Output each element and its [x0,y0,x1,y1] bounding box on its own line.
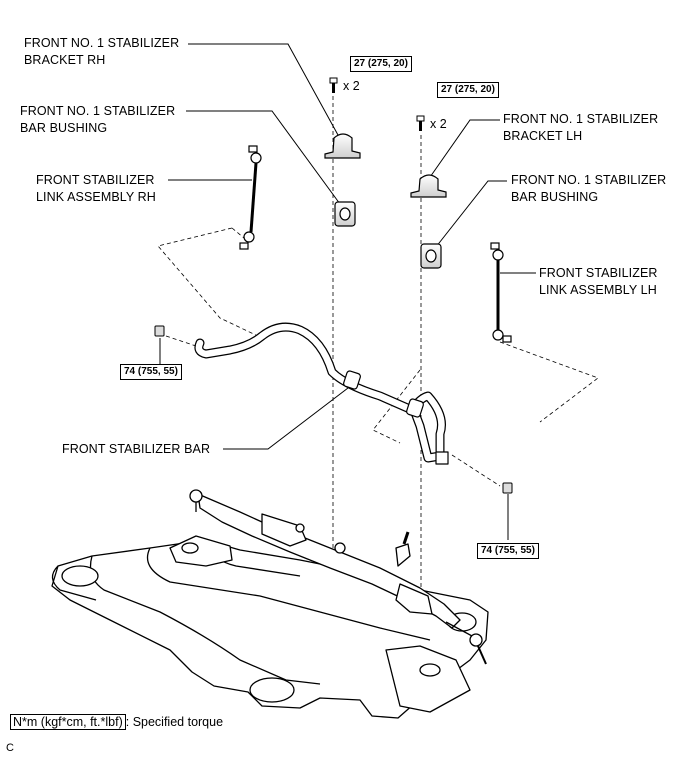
label-link-rh: FRONT STABILIZER LINK ASSEMBLY RH [36,172,156,206]
leader-bushing-rh [186,110,341,205]
label-stabilizer-bar: FRONT STABILIZER BAR [62,442,211,456]
leader-bracket-rh [188,43,339,136]
label-bushing-lh: FRONT NO. 1 STABILIZER BAR BUSHING [511,172,666,206]
torque-legend: N*m (kgf*cm, ft.*lbf): Specified torque [10,714,224,730]
label-bushing-rh: FRONT NO. 1 STABILIZER BAR BUSHING [20,103,175,137]
label-bushing-rh-line2: BAR BUSHING [20,121,108,135]
torque-link-rh-nut: 74 (755, 55) [120,364,182,380]
stabilizer-bracket-lh-icon [410,174,447,198]
stabilizer-link-rh-icon [239,145,262,250]
stabilizer-bracket-rh-icon [324,133,361,159]
torque-bracket-lh-bolt: 27 (275, 20) [437,82,499,98]
leader-lines [159,43,536,540]
label-bracket-rh-line1: FRONT NO. 1 STABILIZER [24,36,180,50]
label-bushing-lh-line2: BAR BUSHING [511,190,599,204]
label-link-lh-line2: LINK ASSEMBLY LH [539,283,657,297]
label-link-rh-line2: LINK ASSEMBLY RH [36,190,156,204]
legend-text: : Specified torque [125,715,224,729]
qty-bracket-lh-bolt: x 2 [430,117,447,131]
bar-bushing-rh-icon [334,201,356,227]
leader-bracket-lh [427,119,500,181]
leader-stabilizer-bar [223,387,349,450]
bracket-lh-bolt-icon [416,115,425,131]
front-suspension-crossmember-icon [51,535,489,719]
torque-link-lh-nut: 74 (755, 55) [477,543,539,559]
link-lh-nut-icon [502,482,513,494]
stabilizer-link-lh-icon [490,242,512,343]
steering-gear-icon [189,489,487,665]
bar-bushing-lh-icon [420,243,442,269]
stabilizer-bar-icon [194,322,449,465]
label-bushing-rh-line1: FRONT NO. 1 STABILIZER [20,104,176,118]
bracket-rh-bolt-icon [329,77,338,93]
label-link-rh-line1: FRONT STABILIZER [36,173,155,187]
leader-bushing-lh [431,180,507,253]
link-rh-nut-icon [154,325,165,337]
label-bracket-rh-line2: BRACKET RH [24,53,106,67]
legend-unit-box: N*m (kgf*cm, ft.*lbf) [10,714,126,730]
label-bracket-rh: FRONT NO. 1 STABILIZER BRACKET RH [24,35,179,69]
label-bracket-lh-line1: FRONT NO. 1 STABILIZER [503,112,659,126]
label-link-lh-line1: FRONT STABILIZER [539,266,658,280]
label-bushing-lh-line1: FRONT NO. 1 STABILIZER [511,173,667,187]
label-bracket-lh-line2: BRACKET LH [503,129,583,143]
label-bracket-lh: FRONT NO. 1 STABILIZER BRACKET LH [503,111,658,145]
alignment-dashed-lines [157,96,599,640]
figure-code: C [6,742,14,754]
label-link-lh: FRONT STABILIZER LINK ASSEMBLY LH [539,265,658,299]
qty-bracket-rh-bolt: x 2 [343,79,360,93]
torque-bracket-rh-bolt: 27 (275, 20) [350,56,412,72]
